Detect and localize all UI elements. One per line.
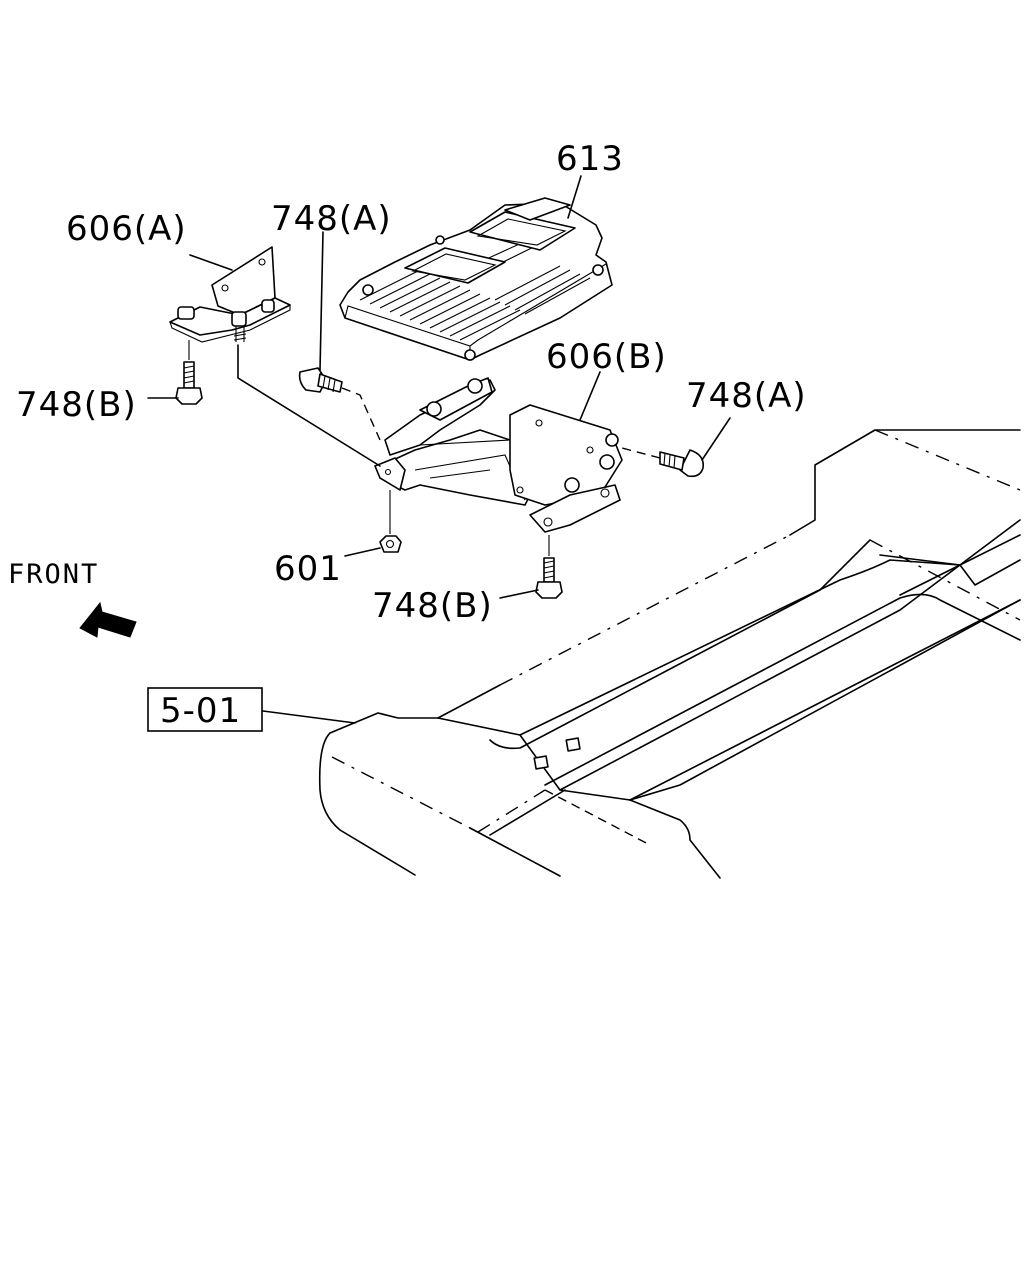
guide-line: [237, 344, 381, 467]
ecu-module: [339, 197, 613, 361]
label-606a: 606(A): [66, 209, 187, 249]
bracket-606b: [374, 377, 623, 533]
front-arrow-icon: [79, 601, 137, 638]
label-606b: 606(B): [546, 337, 667, 377]
label-613: 613: [556, 139, 624, 179]
reference-box: [147, 687, 263, 732]
bolt-748b-left: [175, 340, 203, 405]
frame-crossmember: [318, 429, 1021, 879]
bolt-748a-right: [621, 447, 705, 478]
bolt-748a-left: [298, 367, 381, 441]
label-748a-right: 748(A): [686, 376, 807, 416]
label-601: 601: [274, 549, 342, 589]
label-748b-left: 748(B): [16, 385, 137, 425]
label-5-01: 5-01: [160, 691, 241, 731]
bracket-606a: [169, 246, 291, 343]
bolt-748b-bottom: [535, 535, 563, 599]
label-front: FRONT: [8, 559, 99, 590]
leader-lines: [147, 175, 731, 724]
label-748b-bottom: 748(B): [372, 586, 493, 626]
label-748a-left: 748(A): [271, 199, 392, 239]
nut-601: [379, 490, 402, 553]
